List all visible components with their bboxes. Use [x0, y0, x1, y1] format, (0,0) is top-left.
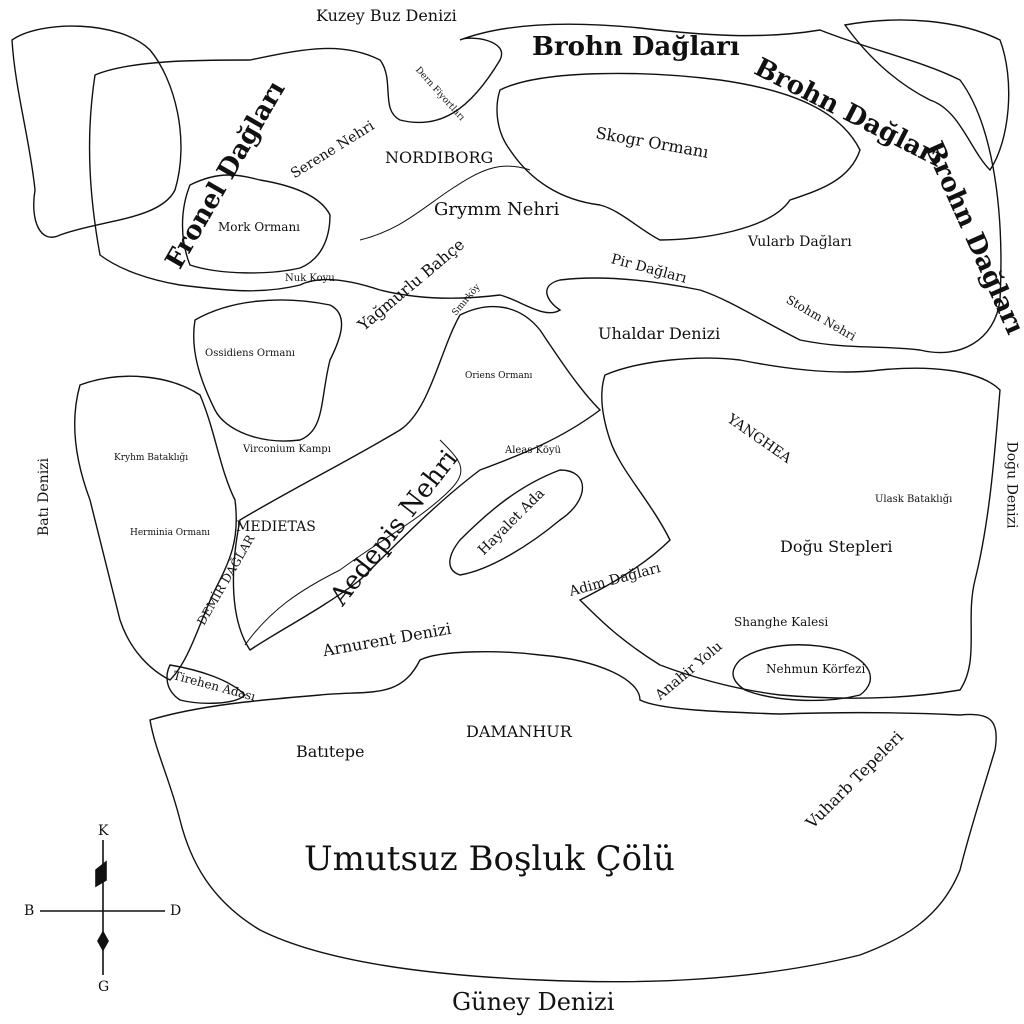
label-mork-ormani: Mork Ormanı	[218, 220, 301, 234]
label-vularb-daglari: Vularb Dağları	[748, 234, 852, 250]
label-brohn-daglari-1: Brohn Dağları	[532, 32, 740, 62]
eastern-landmass	[578, 357, 1001, 699]
label-dogu-stepleri: Doğu Stepleri	[780, 537, 893, 556]
aedepis-river	[244, 439, 462, 646]
label-nordiborg: NORDIBORG	[385, 148, 494, 167]
grymm-river	[359, 165, 531, 241]
label-uhaldar-denizi: Uhaldar Denizi	[598, 324, 721, 343]
southern-landmass	[149, 651, 997, 983]
compass-west-label: B	[24, 903, 35, 919]
label-herminia-ormani: Herminia Ormanı	[130, 528, 211, 538]
label-ulask-batakligi: Ulask Bataklığı	[875, 494, 953, 505]
label-dogu-denizi: Doğu Denizi	[1003, 441, 1020, 529]
label-virconium-kampi: Virconium Kampı	[243, 444, 331, 455]
label-damanhur: DAMANHUR	[466, 722, 572, 741]
skogr-forest-outline	[496, 72, 861, 241]
compass-rose	[40, 840, 165, 975]
west-landmass	[74, 375, 237, 681]
label-batitepe: Batıtepe	[296, 742, 365, 761]
tirehen-island	[166, 664, 246, 704]
nehmun-gulf	[732, 644, 872, 702]
label-kryhm-batakligi: Kryhm Bataklığı	[114, 453, 189, 463]
label-medietas: MEDIETAS	[236, 519, 316, 535]
central-landmass	[193, 299, 343, 442]
label-oriens-ormani: Oriens Ormanı	[465, 371, 533, 381]
mid-landmass	[232, 305, 602, 651]
mork-forest-outline	[181, 174, 331, 274]
label-guney-denizi: Güney Denizi	[452, 988, 615, 1016]
label-kuzey-buz-denizi: Kuzey Buz Denizi	[316, 6, 457, 25]
northwest-island	[11, 25, 182, 238]
compass-east-label: D	[170, 903, 182, 919]
hayalet-island	[449, 469, 584, 576]
label-shanghe-kalesi: Shanghe Kalesi	[734, 615, 829, 629]
compass-north-label: K	[98, 823, 109, 839]
label-ossidiens-ormani: Ossidiens Ormanı	[205, 348, 295, 359]
compass-south-label: G	[98, 979, 110, 995]
northern-landmass	[88, 23, 1002, 354]
label-bati-denizi: Batı Denizi	[36, 457, 53, 537]
label-nehmun-korfezi: Nehmun Körfezi	[766, 662, 866, 676]
label-umutsuz-bosluk-colu: Umutsuz Boşluk Çölü	[304, 839, 675, 879]
label-aleas-koyu: Aleas Köyü	[505, 445, 561, 456]
label-grymm-nehri: Grymm Nehri	[434, 199, 560, 220]
northeast-island	[843, 19, 1010, 172]
label-nuk-koyu: Nuk Koyu	[285, 273, 335, 284]
